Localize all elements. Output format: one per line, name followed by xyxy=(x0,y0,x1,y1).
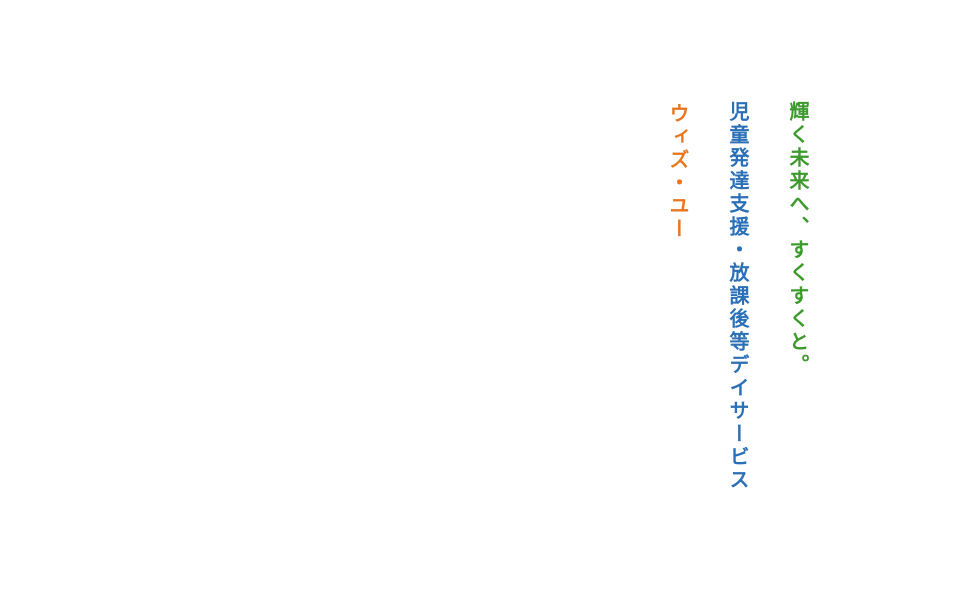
service-type-text: 児童発達支援・放課後等デイサービス xyxy=(726,101,750,492)
tagline-text: 輝く未来へ、すくすくと。 xyxy=(786,101,810,377)
facility-name-text: ウィズ・ユー xyxy=(666,103,690,241)
